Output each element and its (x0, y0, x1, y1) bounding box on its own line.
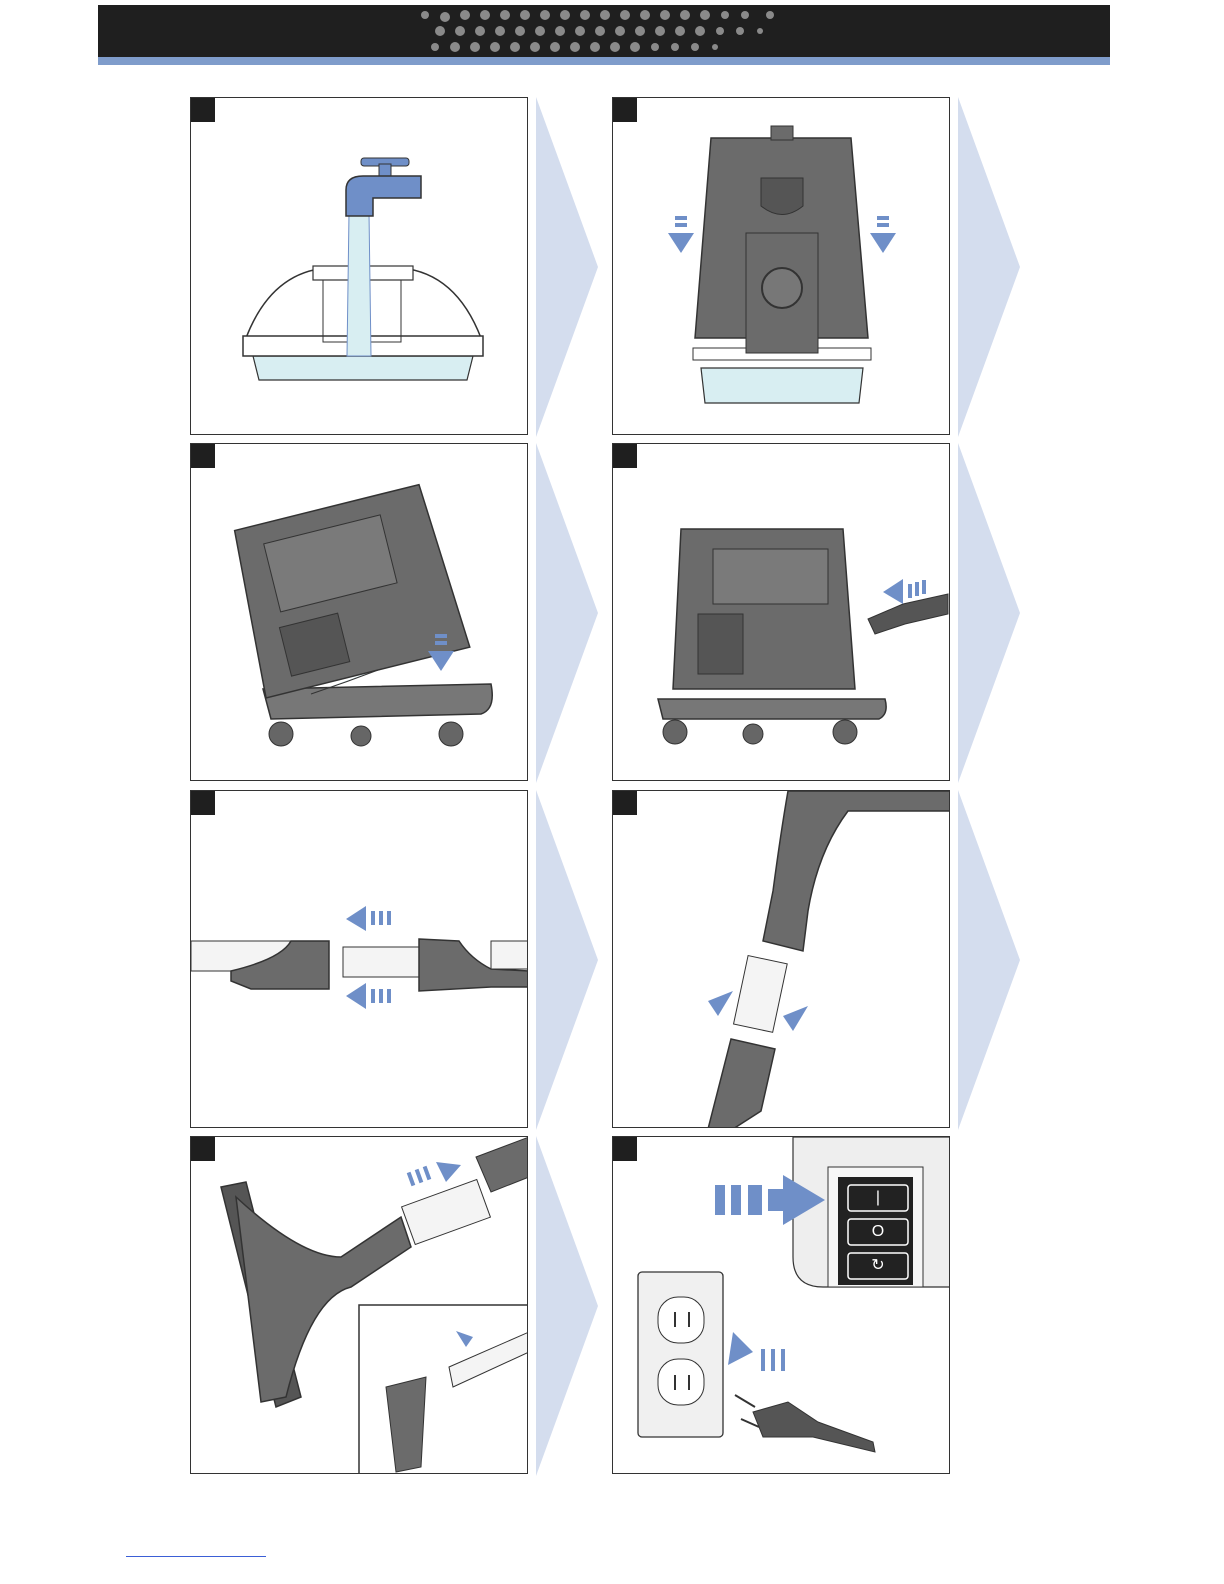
next-step-chevron-2 (958, 97, 1022, 437)
attach-unit-to-basin-icon (613, 98, 950, 435)
footer-rule (126, 1556, 266, 1557)
attach-handle-to-wand-icon (613, 791, 950, 1128)
faucet-filling-basin-icon (191, 98, 528, 435)
step-panel-3 (190, 443, 528, 781)
step-panel-1 (190, 97, 528, 435)
step-panel-6 (612, 790, 950, 1128)
switch-off-button[interactable]: O (848, 1219, 908, 1245)
next-step-chevron-5 (536, 790, 600, 1130)
next-step-chevron-6 (958, 790, 1022, 1130)
next-step-chevron-3 (536, 443, 600, 783)
switch-cycle-button[interactable]: ↻ (848, 1253, 908, 1279)
step-panel-4 (612, 443, 950, 781)
next-step-chevron-1 (536, 97, 600, 437)
step-panel-8: | O ↻ (612, 1136, 950, 1474)
header-stripe (98, 57, 1110, 65)
next-step-chevron-4 (958, 443, 1022, 783)
step-panel-7 (190, 1136, 528, 1474)
switch-on-button[interactable]: | (848, 1185, 908, 1211)
place-on-dolly-icon (191, 444, 528, 781)
attach-floor-brush-icon (191, 1137, 528, 1474)
step-panel-5 (190, 790, 528, 1128)
next-step-chevron-7 (536, 1136, 600, 1476)
connect-wand-tubes-icon (191, 791, 528, 1128)
header-dot-pattern (400, 5, 800, 57)
connect-hose-icon (613, 444, 950, 781)
step-panel-2 (612, 97, 950, 435)
